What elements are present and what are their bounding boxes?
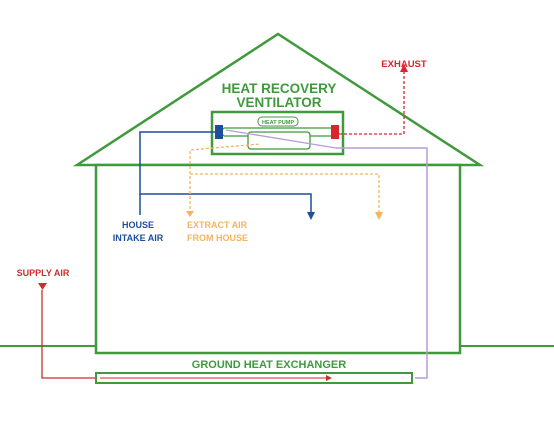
heat-pump-label: HEAT PUMP <box>262 120 294 126</box>
house-intake-label-line2: INTAKE AIR <box>113 233 164 243</box>
purple-diagonal <box>225 129 337 149</box>
heat-pump-label-bg <box>257 116 299 127</box>
supply-air-line <box>41 290 96 379</box>
extract-air-label-line1: EXTRACT AIR <box>187 220 248 230</box>
ground-exchanger-flow-arrow <box>326 375 332 381</box>
house-intake-label-line1: HOUSE <box>122 220 154 230</box>
cold-coil <box>215 125 223 139</box>
hrv-title-line1: HEAT RECOVERY <box>222 81 337 96</box>
supply-air-label: SUPPLY AIR <box>17 268 70 278</box>
extract-air-line <box>189 143 261 214</box>
purple-return-line <box>336 147 428 379</box>
exhaust-label: EXHAUST <box>381 59 427 70</box>
ground-exchanger-label: GROUND HEAT EXCHANGER <box>192 359 346 371</box>
extract-arrow-left <box>186 211 194 217</box>
exhaust-line <box>339 64 408 135</box>
hrv-title-line2: VENTILATOR <box>236 95 321 110</box>
extract-air-label-line2: FROM HOUSE <box>187 233 248 243</box>
hot-coil <box>331 125 339 139</box>
supply-air-arrow <box>38 283 47 290</box>
extract-air-collector <box>190 173 383 220</box>
house-body <box>94 163 462 355</box>
